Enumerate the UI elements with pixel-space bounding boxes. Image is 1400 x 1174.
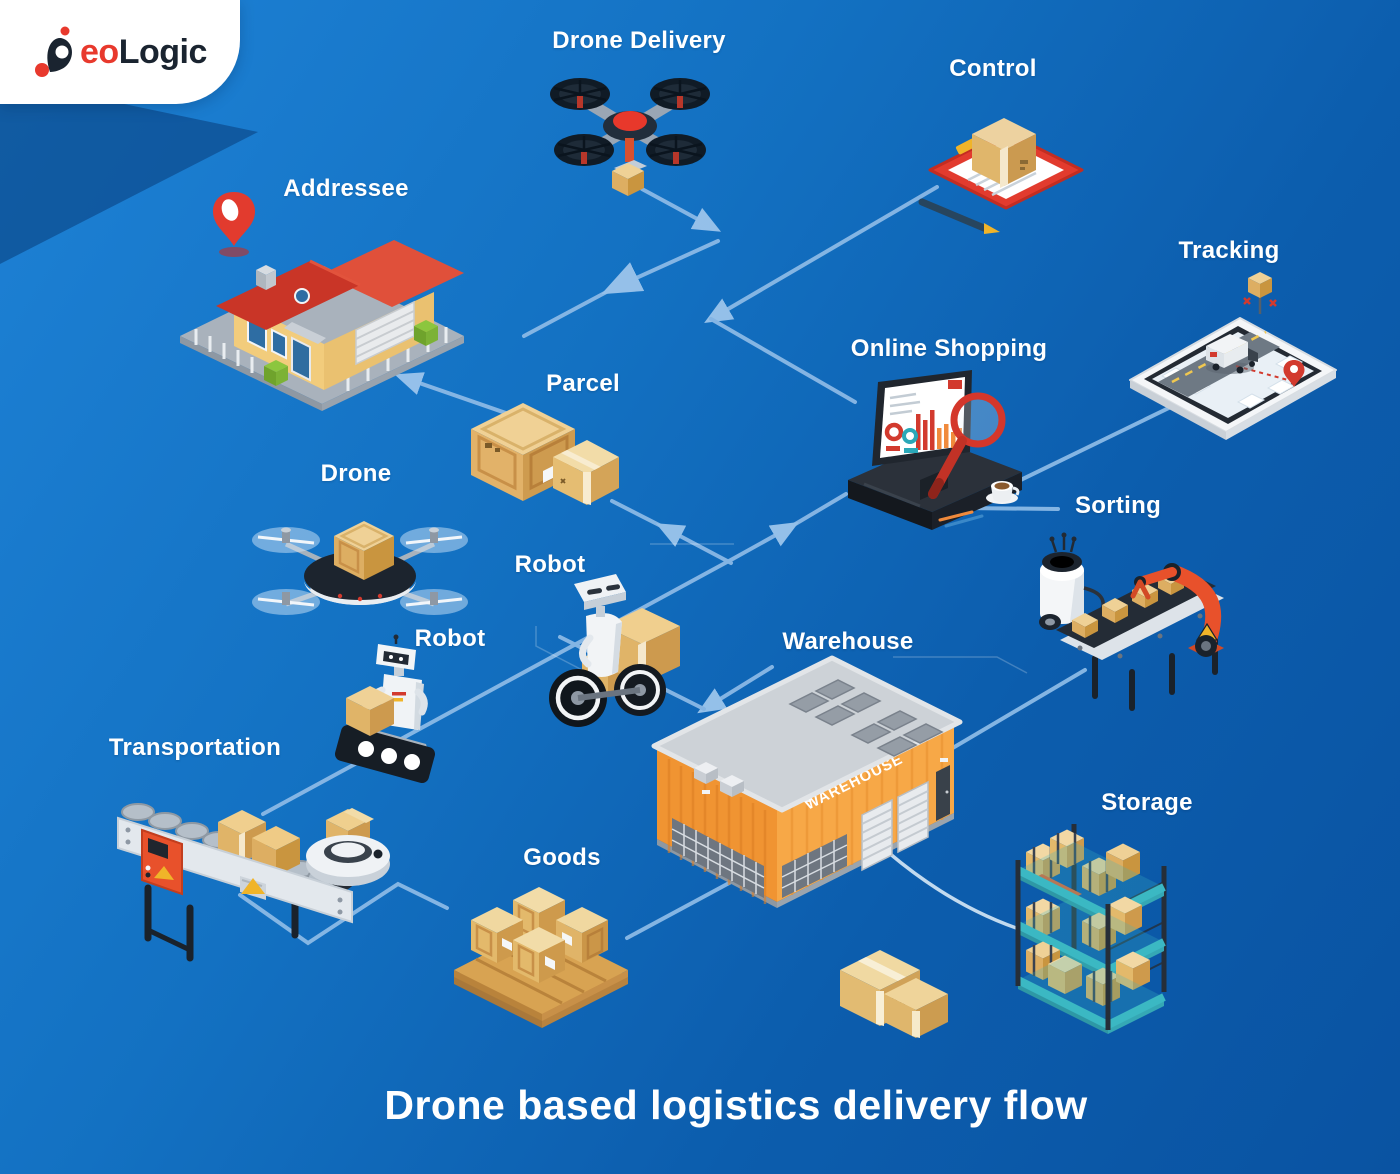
roof-skylights xyxy=(788,679,944,757)
label-drone-delivery: Drone Delivery xyxy=(552,27,726,54)
sorting-robot xyxy=(1039,532,1105,630)
storage-illustration xyxy=(1015,824,1167,1034)
label-warehouse: Warehouse xyxy=(782,628,914,655)
line-warehouse-arrow xyxy=(697,665,774,714)
roller-door xyxy=(861,798,893,872)
label-online-shopping: Online Shopping xyxy=(850,335,1048,362)
line-junction-parcel xyxy=(522,239,720,338)
rack-posts-front xyxy=(1015,860,1111,1030)
magnifier-icon xyxy=(950,392,1006,448)
brand-mark-icon xyxy=(35,26,72,77)
label-drone: Drone xyxy=(320,460,392,487)
line-sorting-warehouse xyxy=(927,668,1087,764)
pin-shadow xyxy=(219,247,249,257)
control-illustration xyxy=(918,118,1084,234)
label-goods: Goods xyxy=(523,844,601,871)
box-stack xyxy=(1048,955,1082,994)
drone-illustration xyxy=(252,521,468,615)
delivery-truck-icon xyxy=(1206,334,1258,374)
goods-illustration xyxy=(454,887,628,1028)
brand-text-eo: eo xyxy=(80,32,119,71)
pencil-icon xyxy=(944,514,984,528)
addressee-illustration xyxy=(180,192,464,411)
line-junction-monitor xyxy=(727,492,848,563)
line-junction-onlineshopping xyxy=(709,317,857,404)
robot-tracked-illustration xyxy=(335,634,435,783)
bush xyxy=(264,360,288,386)
parcel-pair-illustration xyxy=(840,950,948,1038)
roof-vent xyxy=(720,775,744,797)
drone-delivery-illustration xyxy=(550,78,710,196)
warehouse-windows xyxy=(672,818,764,898)
line-junction-conveyor xyxy=(261,560,729,816)
bush xyxy=(414,320,438,346)
label-robot-center: Robot xyxy=(514,551,586,578)
brand-text-logic: Logic xyxy=(118,32,208,71)
line-dronedelivery-junction xyxy=(640,187,722,232)
tracking-illustration xyxy=(1129,272,1337,440)
warehouse-door xyxy=(936,765,950,821)
map-screen xyxy=(1152,332,1314,418)
house-roof-left xyxy=(216,261,360,330)
rotor xyxy=(400,589,468,615)
robot-arm xyxy=(579,634,594,668)
transportation-illustration xyxy=(117,803,390,962)
roller-door xyxy=(897,780,929,854)
shelf-level xyxy=(1016,829,1166,924)
crate xyxy=(471,907,523,963)
conveyor-legs xyxy=(1092,635,1218,711)
label-tracking: Tracking xyxy=(1178,237,1280,264)
line-control-junction xyxy=(704,185,939,324)
robot-head xyxy=(574,574,626,602)
house-window xyxy=(271,328,287,360)
roof-vent xyxy=(694,762,718,784)
house-roof-right xyxy=(322,240,464,307)
sorting-illustration xyxy=(1039,532,1224,711)
robot-wheeled-illustration xyxy=(549,574,680,727)
label-control: Control xyxy=(949,55,1037,82)
label-transportation: Transportation xyxy=(108,734,282,761)
chimney xyxy=(256,265,276,290)
rotor xyxy=(400,527,468,553)
label-storage: Storage xyxy=(1101,789,1193,816)
robot-torso xyxy=(586,613,622,677)
label-parcel: Parcel xyxy=(546,370,620,397)
parcel-illustration xyxy=(471,403,619,505)
box-stack xyxy=(1108,896,1142,935)
line-junction-parcel2 xyxy=(610,499,733,565)
box-stack xyxy=(1116,951,1150,990)
box-stack xyxy=(1050,829,1084,868)
label-sorting: Sorting xyxy=(1074,492,1162,519)
coffee-cup xyxy=(986,481,1020,504)
map-pin-icon xyxy=(1283,360,1305,387)
page-title: Drone based logistics delivery flow xyxy=(384,1082,1088,1128)
online-shopping-illustration xyxy=(848,370,1022,530)
porch-canopy xyxy=(284,322,326,344)
rotor xyxy=(252,589,320,615)
rotor xyxy=(252,527,320,553)
warehouse-illustration: WAREHOUSE xyxy=(651,655,963,908)
screen-pie-charts xyxy=(884,422,918,453)
label-robot-left: Robot xyxy=(414,625,486,652)
pencil-icon xyxy=(938,510,974,522)
box-stack xyxy=(1106,843,1140,882)
conveyor-boxes xyxy=(218,810,300,876)
tracked-parcel-icon xyxy=(1243,272,1277,307)
control-panel xyxy=(141,828,183,896)
robot-arm xyxy=(1130,563,1224,657)
crate xyxy=(513,927,565,983)
round-window xyxy=(294,288,310,304)
agv-robot xyxy=(306,808,390,886)
label-addressee: Addressee xyxy=(283,175,409,202)
house-door xyxy=(291,336,311,382)
